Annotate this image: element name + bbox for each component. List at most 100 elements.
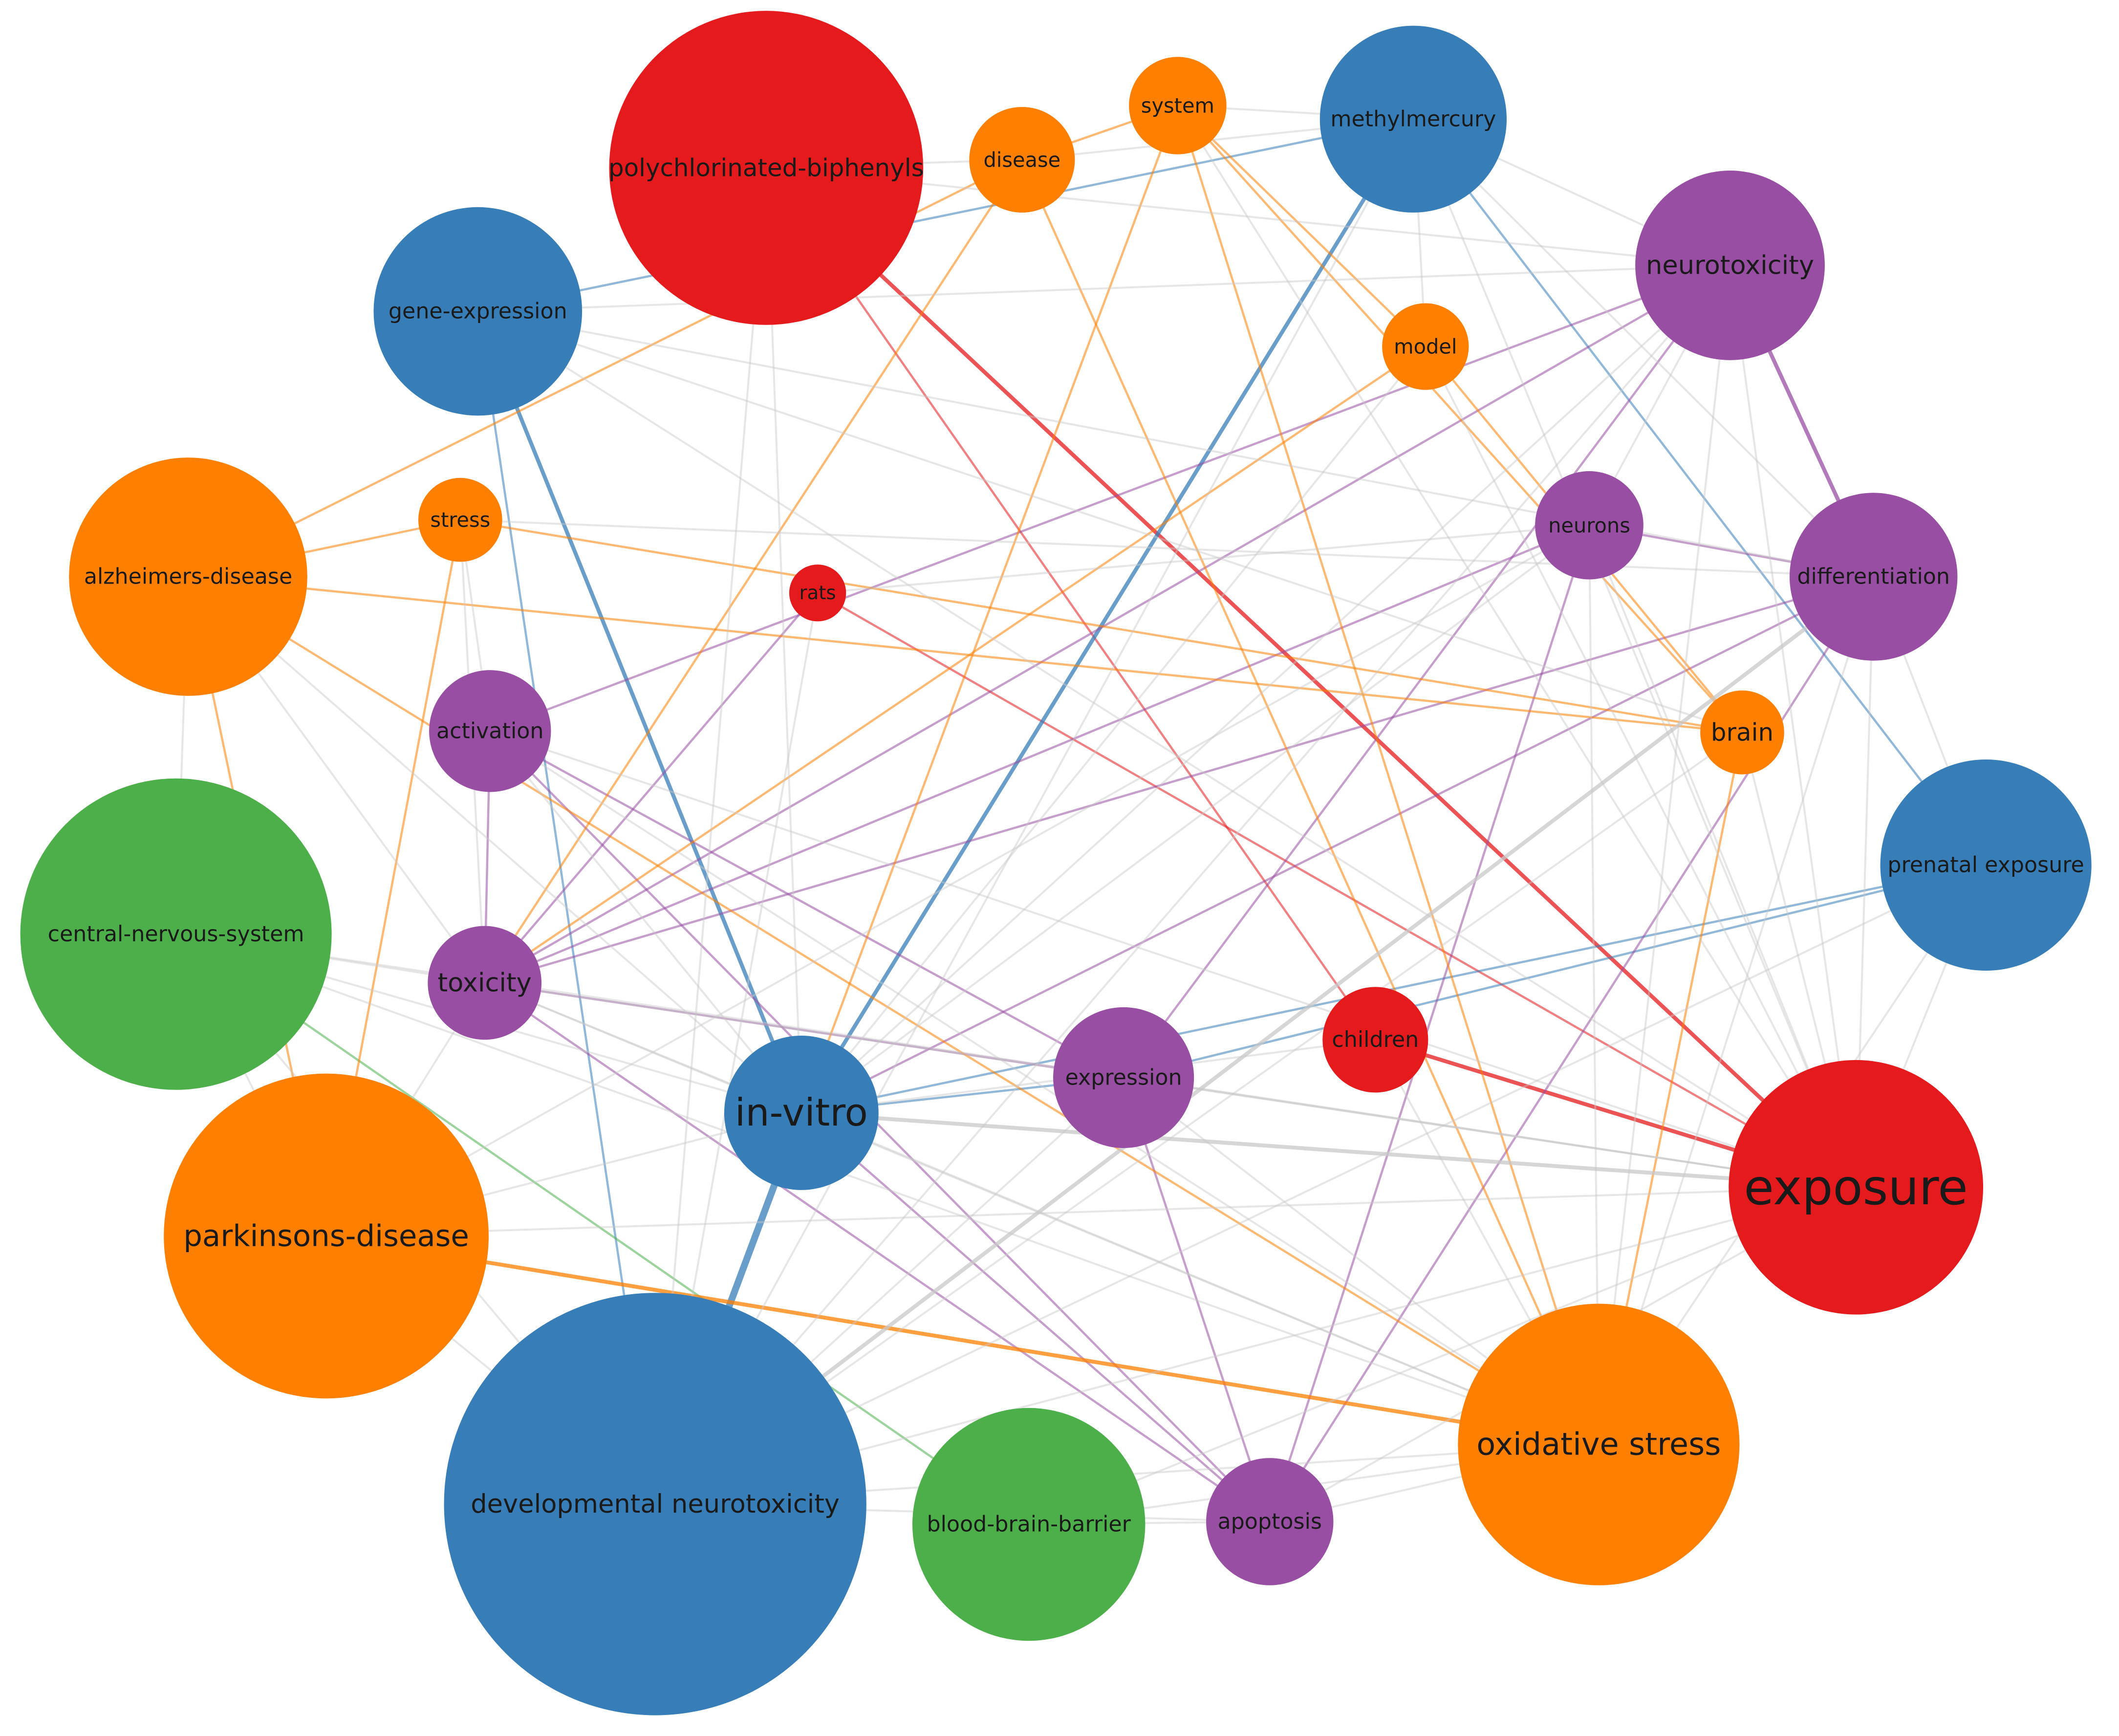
node-toxicity: toxicity [428, 926, 541, 1040]
edge-system-in-vitro [800, 105, 1179, 1113]
edge-gene-expression-methylmercury [477, 118, 1414, 313]
edge-gene-expression-in-vitro [476, 310, 803, 1114]
edge-in-vitro-apoptosis [800, 1112, 1271, 1523]
node-apoptosis: apoptosis [1206, 1458, 1334, 1585]
node-label-oxidative-stress: oxidative stress [1476, 1427, 1721, 1463]
node-gene-expression: gene-expression [373, 207, 583, 416]
node-label-central-nervous-system: central-nervous-system [48, 922, 304, 947]
edge-alzheimers-disease-oxidative-stress [187, 576, 1600, 1446]
node-circle-gene-expression [373, 207, 583, 416]
node-circle-neurotoxicity [1635, 171, 1825, 360]
node-label-activation: activation [436, 718, 543, 743]
node-label-neurons: neurons [1548, 513, 1630, 537]
edge-parkinsons-disease-exposure [326, 1186, 1856, 1237]
node-label-gene-expression: gene-expression [389, 299, 567, 324]
edge-polychlorinated-biphenyls-exposure [765, 166, 1858, 1189]
node-circle-disease [969, 107, 1075, 213]
edge-methylmercury-developmental-neurotoxicity [654, 118, 1414, 1505]
edge-model-toxicity [484, 346, 1427, 984]
node-circle-neurons [1535, 471, 1643, 580]
node-circle-expression [1053, 1007, 1194, 1148]
edge-activation-apoptosis [489, 730, 1271, 1523]
node-label-alzheimers-disease: alzheimers-disease [84, 564, 292, 589]
edge-methylmercury-exposure [1412, 118, 1857, 1188]
node-exposure: exposure [1729, 1060, 1984, 1315]
node-circle-polychlorinated-biphenyls [609, 11, 924, 325]
edge-developmental-neurotoxicity-neurotoxicity [654, 264, 1731, 1505]
node-brain: brain [1700, 690, 1784, 775]
edge-system-brain [1177, 105, 1743, 734]
edge-in-vitro-exposure [801, 1110, 1856, 1190]
edge-brain-developmental-neurotoxicity [654, 731, 1743, 1505]
edge-toxicity-apoptosis [484, 982, 1271, 1523]
node-circle-alzheimers-disease [69, 457, 307, 696]
node-label-brain: brain [1711, 718, 1773, 747]
edge-differentiation-oxidative-stress [1598, 576, 1875, 1445]
edge-disease-toxicity [483, 159, 1023, 984]
node-neurons: neurons [1535, 471, 1643, 580]
edge-system-exposure [1177, 105, 1857, 1188]
node-circle-in-vitro [724, 1036, 879, 1190]
edge-expression-prenatal-exposure [1123, 864, 1987, 1079]
edge-stress-differentiation [460, 519, 1874, 578]
edge-prenatal-exposure-developmental-neurotoxicity [654, 864, 1987, 1505]
edge-toxicity-oxidative-stress [484, 982, 1600, 1446]
node-model: model [1382, 303, 1469, 390]
node-blood-brain-barrier: blood-brain-barrier [912, 1408, 1146, 1641]
node-label-differentiation: differentiation [1797, 564, 1950, 589]
node-children: children [1322, 987, 1428, 1093]
edge-alzheimers-disease-brain [188, 575, 1743, 734]
edge-gene-expression-brain [477, 310, 1743, 734]
node-label-children: children [1332, 1027, 1419, 1052]
edge-activation-oxidative-stress [489, 730, 1600, 1446]
edge-neurotoxicity-activation [489, 264, 1730, 732]
edge-differentiation-toxicity [484, 575, 1874, 984]
edge-blood-brain-barrier-exposure [1028, 1186, 1857, 1525]
edge-neurotoxicity-toxicity [484, 264, 1731, 984]
edge-methylmercury-prenatal-exposure [1412, 118, 1987, 866]
edge-neurons-apoptosis [1269, 525, 1591, 1522]
node-label-expression: expression [1065, 1065, 1182, 1090]
edge-activation-in-vitro [489, 730, 802, 1114]
edge-rats-neurons [817, 524, 1590, 594]
node-parkinsons-disease: parkinsons-disease [164, 1073, 489, 1399]
node-circle-brain [1700, 690, 1784, 775]
node-circle-stress [418, 477, 502, 562]
node-circle-apoptosis [1206, 1458, 1334, 1585]
node-label-apoptosis: apoptosis [1218, 1509, 1322, 1534]
node-circle-parkinsons-disease [164, 1073, 489, 1399]
edge-parkinsons-disease-neurons [325, 524, 1590, 1237]
node-circle-prenatal-exposure [1880, 759, 2092, 971]
node-central-nervous-system: central-nervous-system [20, 778, 332, 1090]
node-label-polychlorinated-biphenyls: polychlorinated-biphenyls [608, 153, 924, 182]
node-label-blood-brain-barrier: blood-brain-barrier [927, 1512, 1131, 1537]
edge-stress-brain [460, 519, 1743, 734]
node-methylmercury: methylmercury [1319, 25, 1507, 213]
node-neurotoxicity: neurotoxicity [1635, 171, 1825, 360]
node-in-vitro: in-vitro [724, 1036, 879, 1190]
edge-disease-oxidative-stress [1021, 159, 1600, 1445]
node-circle-oxidative-stress [1458, 1303, 1740, 1585]
node-alzheimers-disease: alzheimers-disease [69, 457, 307, 696]
edge-methylmercury-differentiation [1412, 118, 1875, 578]
edge-neurotoxicity-expression [1123, 264, 1731, 1079]
node-label-developmental-neurotoxicity: developmental neurotoxicity [471, 1489, 840, 1519]
edge-model-exposure [1425, 346, 1857, 1188]
node-differentiation: differentiation [1789, 493, 1958, 661]
node-circle-model [1382, 303, 1469, 390]
node-label-neurotoxicity: neurotoxicity [1646, 250, 1814, 280]
node-circle-exposure [1729, 1060, 1984, 1315]
edge-system-oxidative-stress [1176, 105, 1600, 1445]
edge-parkinsons-disease-oxidative-stress [325, 1234, 1600, 1447]
edge-in-vitro-oxidative-stress [801, 1112, 1600, 1446]
node-polychlorinated-biphenyls: polychlorinated-biphenyls [608, 11, 924, 325]
node-label-toxicity: toxicity [438, 968, 532, 998]
edge-alzheimers-disease-in-vitro [187, 576, 802, 1114]
edge-polychlorinated-biphenyls-children [765, 167, 1377, 1041]
node-circle-methylmercury [1319, 25, 1507, 213]
edge-neurotoxicity-in-vitro [800, 264, 1731, 1114]
edge-model-in-vitro [800, 346, 1427, 1114]
node-label-stress: stress [430, 508, 490, 532]
